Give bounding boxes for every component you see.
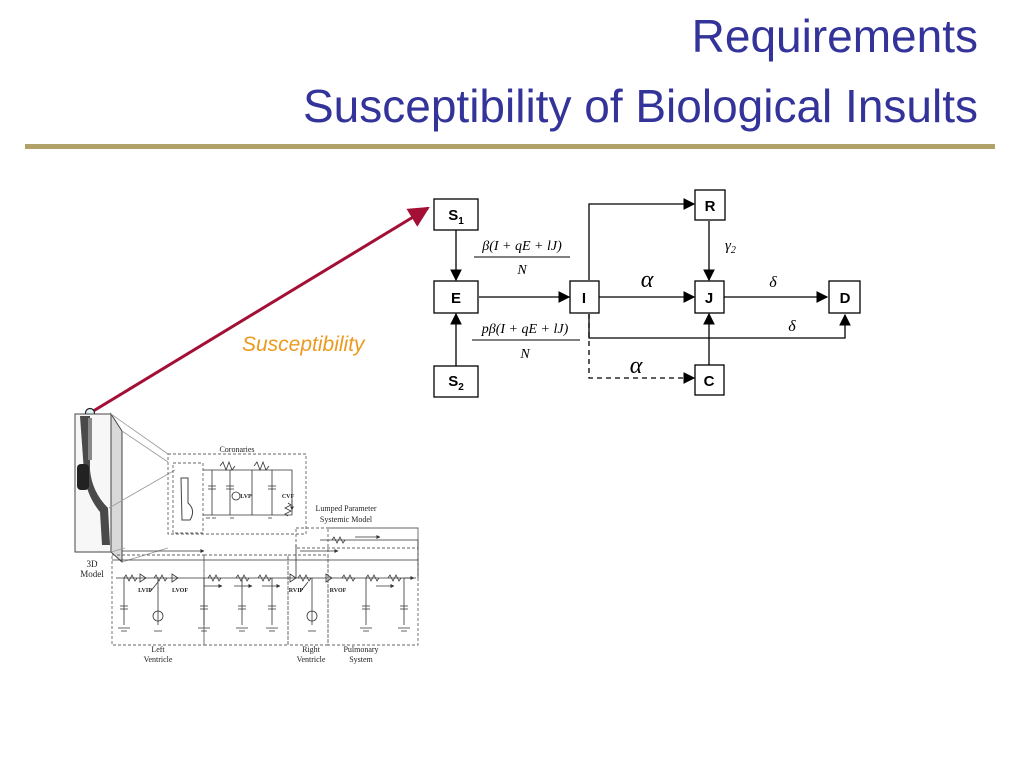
edge-i-r	[588, 198, 696, 280]
edge-i-d	[588, 313, 851, 339]
svg-text:E: E	[451, 290, 461, 307]
svg-text:S1: S1	[448, 207, 464, 227]
svg-text:pβ(I + qE + lJ): pβ(I + qE + lJ)	[481, 322, 569, 337]
svg-text:β(I + qE + lJ): β(I + qE + lJ)	[481, 239, 562, 254]
svg-text:Systemic Model: Systemic Model	[320, 515, 373, 524]
svg-text:I: I	[582, 290, 586, 307]
3d-model: 3D Model	[74, 412, 123, 579]
svg-text:CVF: CVF	[282, 494, 295, 500]
edge-i-c	[588, 314, 696, 384]
svg-text:Right: Right	[302, 645, 321, 654]
node-i: I	[569, 280, 600, 314]
node-s2: S2	[433, 365, 479, 398]
node-r: R	[694, 189, 726, 221]
svg-text:LVIP: LVIP	[138, 588, 152, 594]
title-divider	[25, 144, 995, 149]
rate-i-c: α	[630, 353, 643, 379]
svg-text:3D: 3D	[87, 559, 99, 569]
svg-text:Model: Model	[80, 569, 104, 579]
rate-i-d: δ	[788, 318, 796, 335]
svg-text:Ventricle: Ventricle	[144, 655, 173, 664]
svg-text:R: R	[705, 198, 716, 215]
svg-text:N: N	[519, 347, 530, 362]
rate-s1-e: β(I + qE + lJ) N	[474, 239, 570, 278]
svg-text:D: D	[840, 290, 851, 307]
svg-text:S2: S2	[448, 373, 464, 393]
svg-text:Left: Left	[151, 645, 165, 654]
susceptibility-label: Susceptibility	[242, 333, 365, 356]
node-s1: S1	[433, 198, 479, 231]
susceptibility-pointer-arrow	[89, 206, 430, 415]
node-e: E	[433, 280, 479, 314]
title-line-2: Susceptibility of Biological Insults	[303, 80, 978, 132]
rate-j-d: δ	[769, 274, 777, 291]
rate-r-j: γ2	[725, 238, 736, 256]
circuit-figure: 3D Model Coronaries Lumped Parameter Sys…	[74, 412, 419, 664]
rate-s2-e: pβ(I + qE + lJ) N	[472, 322, 580, 362]
node-d: D	[828, 280, 861, 314]
node-c: C	[694, 364, 725, 396]
svg-text:Coronaries: Coronaries	[219, 445, 254, 454]
rate-i-j: α	[641, 267, 654, 293]
svg-text:RVOF: RVOF	[330, 588, 347, 594]
title-line-1: Requirements	[691, 10, 978, 62]
svg-text:N: N	[516, 263, 527, 278]
node-j: J	[694, 280, 725, 314]
svg-text:LVP: LVP	[240, 494, 252, 500]
svg-text:System: System	[349, 655, 373, 664]
svg-text:Ventricle: Ventricle	[297, 655, 326, 664]
svg-text:C: C	[704, 373, 715, 390]
svg-text:RVIP: RVIP	[289, 588, 304, 594]
svg-text:Pulmonary: Pulmonary	[343, 645, 378, 654]
compartment-model: S1 E S2 I R J C D	[433, 189, 861, 398]
svg-text:Lumped Parameter: Lumped Parameter	[315, 504, 376, 513]
svg-text:J: J	[705, 290, 713, 307]
svg-text:LVOF: LVOF	[172, 588, 188, 594]
